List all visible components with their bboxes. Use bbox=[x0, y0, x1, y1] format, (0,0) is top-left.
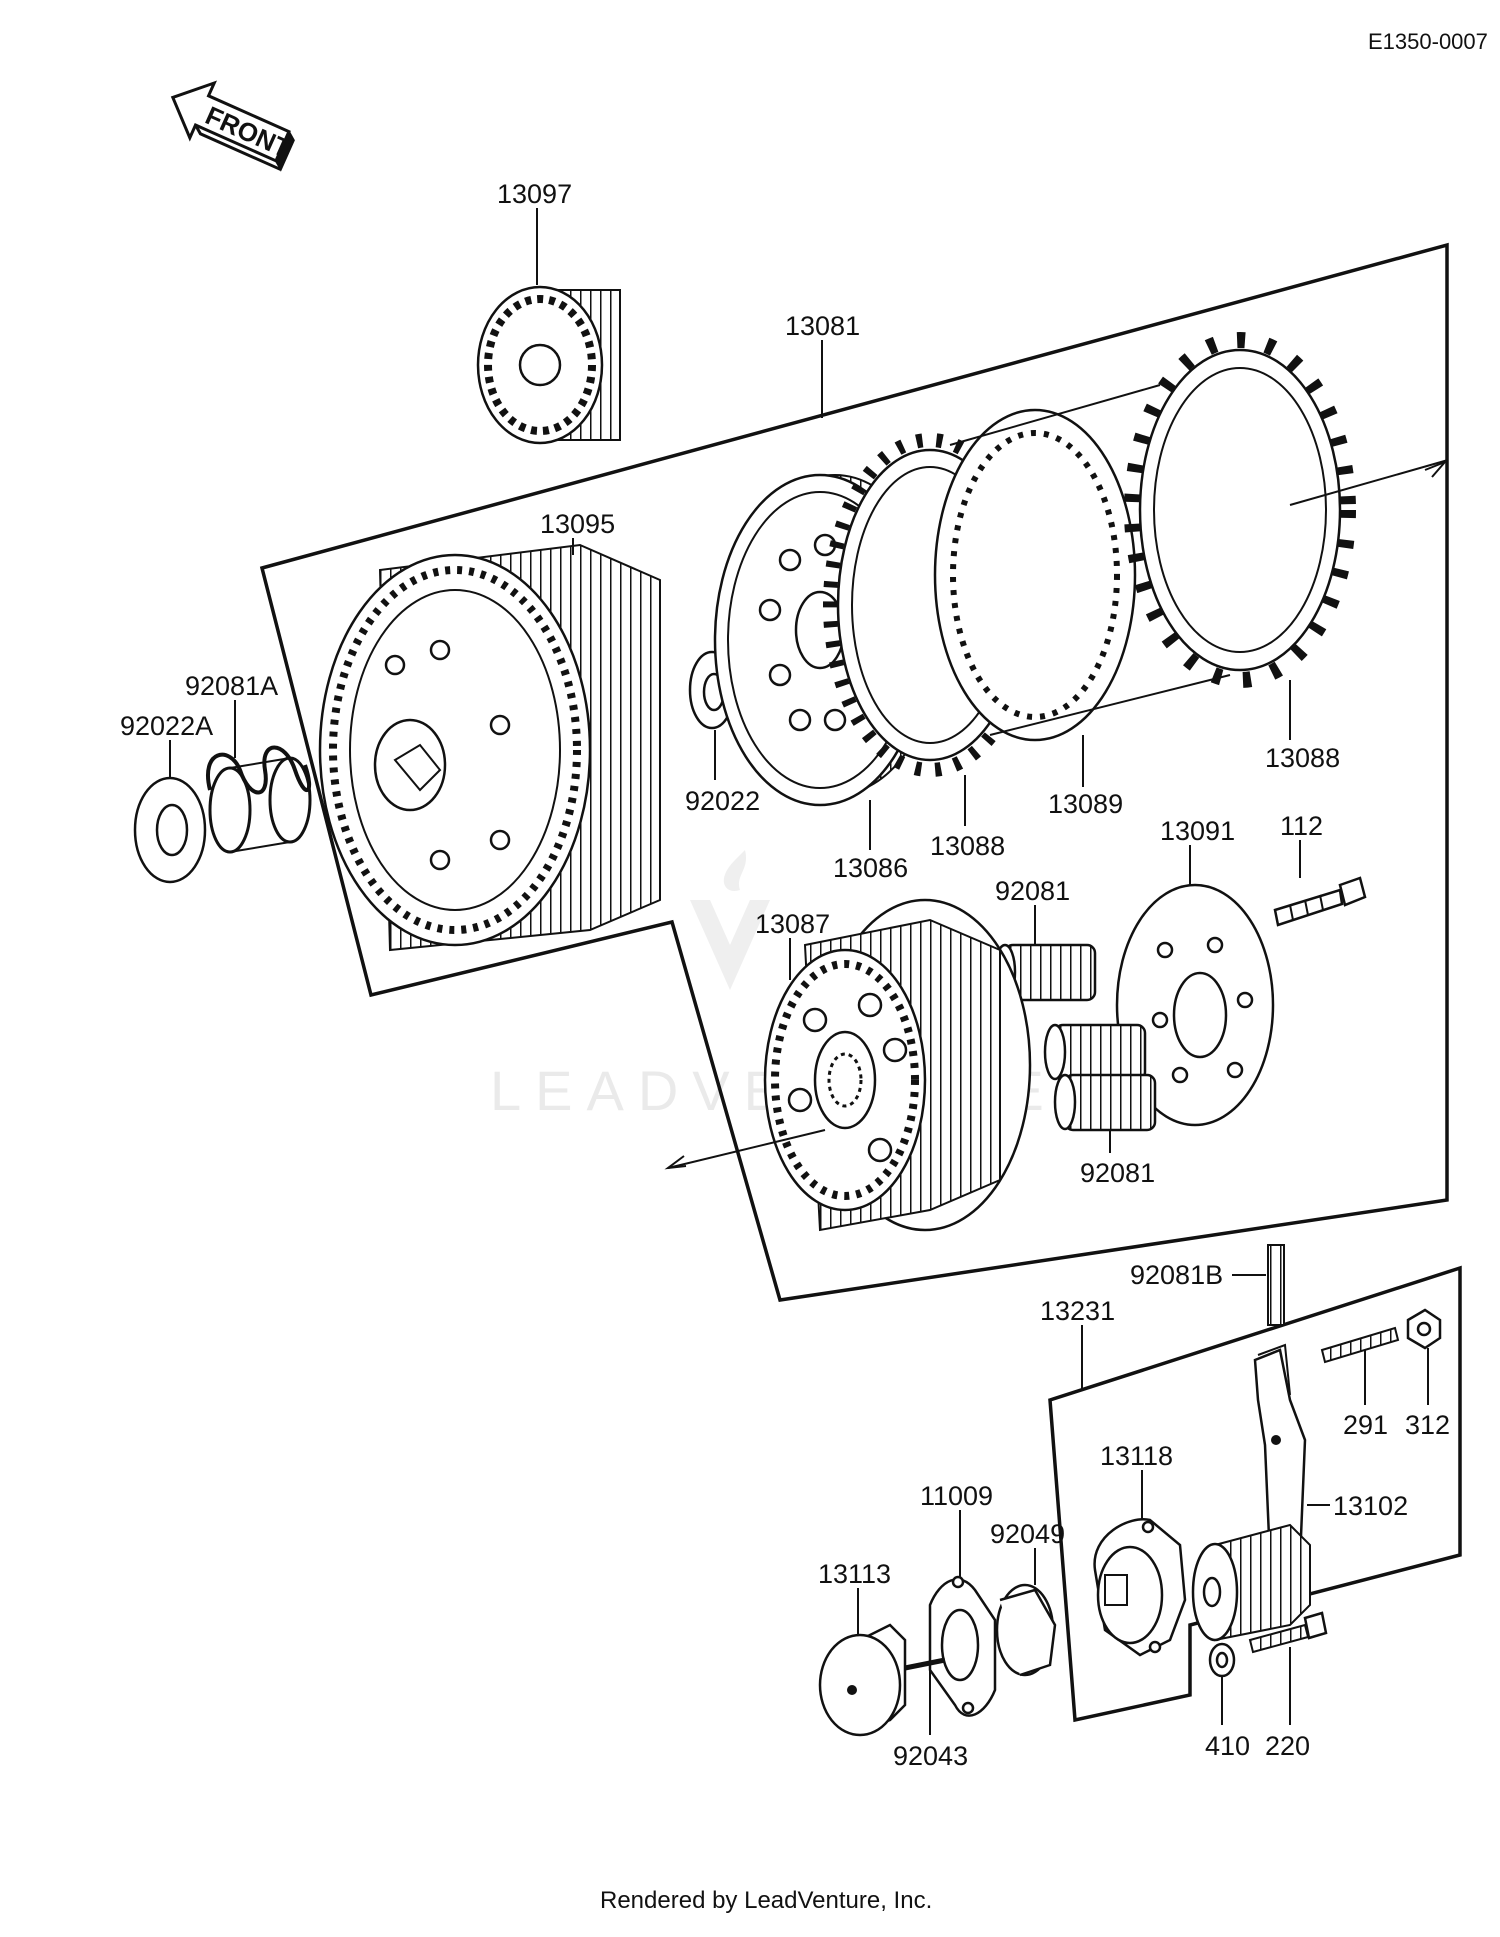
label-13102[interactable]: 13102 bbox=[1333, 1491, 1408, 1521]
shaft-axis-line-left bbox=[667, 1129, 826, 1169]
part-13088-friction-plate-rear[interactable] bbox=[1124, 332, 1356, 688]
label-13113[interactable]: 13113 bbox=[818, 1559, 891, 1589]
label-312[interactable]: 312 bbox=[1405, 1410, 1450, 1440]
part-13089-steel-plate[interactable] bbox=[933, 408, 1137, 742]
part-291-stud[interactable] bbox=[1320, 1326, 1400, 1364]
label-13231[interactable]: 13231 bbox=[1040, 1296, 1115, 1326]
part-13095-clutch-housing[interactable] bbox=[318, 543, 661, 952]
label-220[interactable]: 220 bbox=[1265, 1731, 1310, 1761]
label-13091[interactable]: 13091 bbox=[1160, 816, 1235, 846]
clutch-assembly-outline bbox=[259, 242, 1449, 1302]
label-92022A[interactable]: 92022A bbox=[120, 711, 213, 741]
label-92081B[interactable]: 92081B bbox=[1130, 1260, 1223, 1290]
label-410[interactable]: 410 bbox=[1205, 1731, 1250, 1761]
part-92022A-washer[interactable] bbox=[133, 776, 207, 884]
reference-code: E1350-0007 bbox=[1368, 29, 1488, 54]
label-92043[interactable]: 92043 bbox=[893, 1741, 968, 1771]
part-11009-gasket[interactable] bbox=[928, 1575, 997, 1717]
label-92081-bottom[interactable]: 92081 bbox=[1080, 1158, 1155, 1188]
part-220-screw[interactable] bbox=[1248, 1611, 1328, 1654]
part-92081A-spring[interactable] bbox=[206, 745, 312, 854]
part-13118-release-holder[interactable] bbox=[1093, 1518, 1187, 1657]
label-13089[interactable]: 13089 bbox=[1048, 789, 1123, 819]
label-13095[interactable]: 13095 bbox=[540, 509, 615, 539]
label-13097[interactable]: 13097 bbox=[497, 179, 572, 209]
label-13086[interactable]: 13086 bbox=[833, 853, 908, 883]
label-92022[interactable]: 92022 bbox=[685, 786, 760, 816]
label-92081A[interactable]: 92081A bbox=[185, 671, 278, 701]
leader-lines bbox=[169, 208, 1429, 1735]
label-11009[interactable]: 11009 bbox=[920, 1481, 993, 1511]
part-13102-release-cam[interactable] bbox=[1191, 1523, 1311, 1642]
part-13113-release-cylinder[interactable] bbox=[818, 1623, 907, 1737]
part-410-washer[interactable] bbox=[1208, 1642, 1236, 1678]
label-13081[interactable]: 13081 bbox=[785, 311, 860, 341]
shaft-axis-line-right bbox=[1289, 459, 1449, 506]
part-92043-pin[interactable] bbox=[904, 1657, 946, 1671]
part-13091-spring-plate[interactable] bbox=[1115, 883, 1275, 1127]
part-112-bolt[interactable] bbox=[1273, 876, 1367, 927]
label-13088-rear[interactable]: 13088 bbox=[1265, 743, 1340, 773]
label-92081-top[interactable]: 92081 bbox=[995, 876, 1070, 906]
label-112[interactable]: 112 bbox=[1280, 811, 1323, 841]
label-13087[interactable]: 13087 bbox=[755, 909, 830, 939]
part-92081B-spring[interactable] bbox=[1267, 1244, 1285, 1326]
part-labels: 13097 13081 13095 92081A 92022A 92022 13… bbox=[120, 179, 1450, 1771]
release-assembly-outline bbox=[1048, 1265, 1462, 1723]
label-92049[interactable]: 92049 bbox=[990, 1519, 1065, 1549]
part-92049-seal[interactable] bbox=[995, 1583, 1057, 1677]
footer-credit: Rendered by LeadVenture, Inc. bbox=[600, 1887, 932, 1914]
plate-stack-line-bottom bbox=[989, 674, 1231, 736]
part-13087-clutch-hub[interactable] bbox=[763, 898, 1032, 1232]
label-291[interactable]: 291 bbox=[1343, 1410, 1388, 1440]
label-13118[interactable]: 13118 bbox=[1100, 1441, 1173, 1471]
front-direction-arrow: FRONT bbox=[170, 80, 295, 172]
plate-stack-line-top bbox=[949, 384, 1161, 446]
part-13097-sprocket[interactable] bbox=[476, 285, 621, 445]
part-312-nut[interactable] bbox=[1406, 1308, 1442, 1350]
part-92081-springs[interactable] bbox=[993, 943, 1157, 1132]
label-13088-front[interactable]: 13088 bbox=[930, 831, 1005, 861]
